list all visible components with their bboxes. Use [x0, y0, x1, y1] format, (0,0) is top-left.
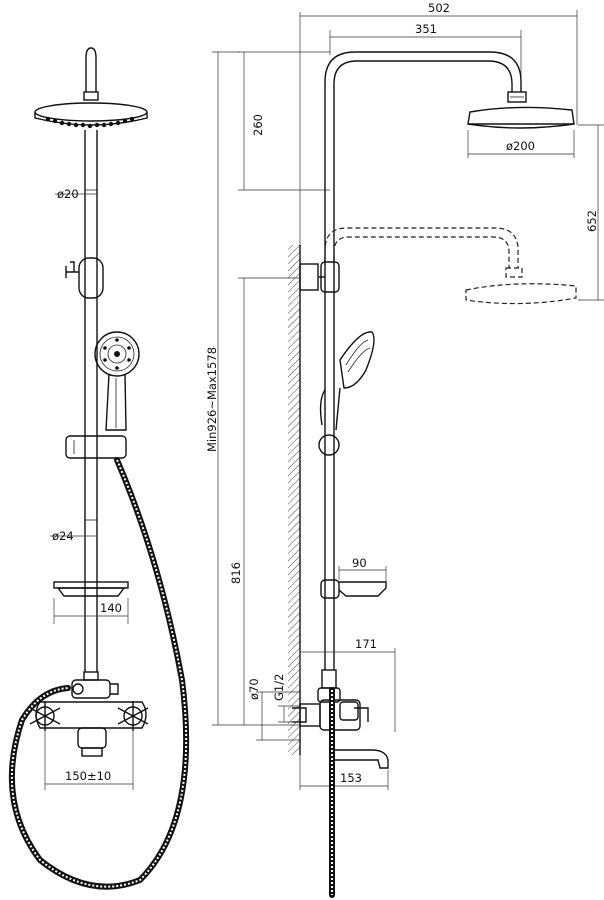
- front-view: ø20 ø24 140: [8, 47, 190, 890]
- dim-total-width: 502: [428, 1, 450, 15]
- overhead-shower-head-side: [467, 91, 575, 129]
- hand-shower-front: [94, 331, 140, 431]
- dim-thread-size: G1/2: [272, 674, 286, 701]
- dim-wall-offset: 153: [340, 771, 362, 785]
- dim-rod-diameter-lower: ø24: [52, 529, 74, 543]
- side-view: 502 351 260 Min926~Max1578 816 ø2: [205, 1, 604, 898]
- dim-shelf-width-front: 140: [100, 601, 122, 615]
- hand-shower-side: [318, 331, 375, 456]
- wall-bracket-front: [65, 257, 104, 299]
- soap-shelf-front: [53, 581, 129, 597]
- shower-arm-lowered-outer: [324, 227, 519, 268]
- dim-height-adjust: 652: [585, 210, 599, 232]
- mixer-body-front: [29, 671, 149, 757]
- dim-mixer-height: 816: [229, 562, 243, 584]
- overhead-shower-head-front: [34, 91, 148, 129]
- rod-top-cap: [85, 47, 97, 92]
- wall-bracket-side: [299, 261, 340, 293]
- dim-spout-reach: 171: [355, 637, 377, 651]
- dim-rod-height-range: Min926~Max1578: [205, 347, 219, 452]
- hand-shower-slider: [65, 435, 127, 459]
- dim-shelf-depth-side: 90: [352, 556, 367, 570]
- dim-center-distance: 150±10: [65, 769, 111, 783]
- shower-arm-inner: [333, 60, 513, 255]
- overhead-shower-head-lowered: [465, 267, 577, 305]
- dim-head-diameter: ø200: [506, 139, 535, 153]
- dim-flange-diameter: ø70: [247, 678, 261, 700]
- dim-head-drop: 260: [251, 114, 265, 136]
- dim-arm-length: 351: [415, 22, 437, 36]
- shower-arm-outer: [324, 51, 522, 255]
- dim-rod-diameter-upper: ø20: [57, 187, 79, 201]
- wall-hatching: [288, 245, 300, 755]
- mixer-body-side: [292, 669, 389, 769]
- shower-hose-front: [8, 457, 190, 890]
- soap-shelf-side: [320, 579, 387, 599]
